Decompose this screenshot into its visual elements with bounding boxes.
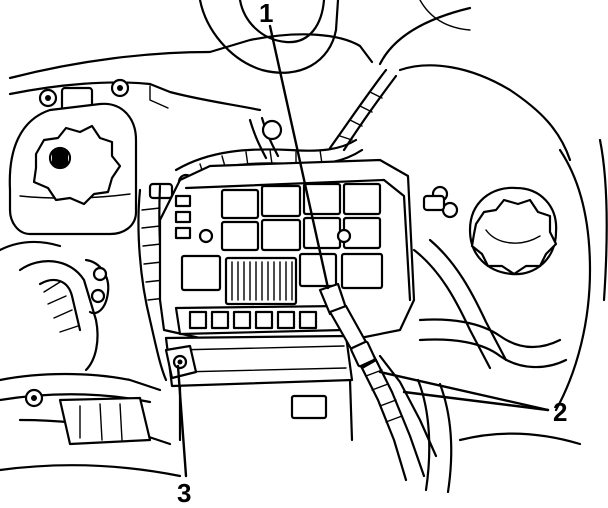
fastener-item-3 <box>164 344 198 380</box>
leader-line-2b <box>402 390 550 412</box>
left-harness <box>0 184 170 382</box>
upper-body-panel <box>8 0 572 162</box>
leader-line-1 <box>268 24 330 290</box>
lower-crossmember <box>0 372 582 478</box>
connector-item-1 <box>318 282 438 482</box>
right-hoses <box>412 138 608 494</box>
callout-3: 3 <box>177 478 191 508</box>
leader-lines <box>176 24 550 478</box>
callout-2: 2 <box>553 397 567 427</box>
leader-line-2a <box>378 370 550 412</box>
leader-line-3 <box>176 364 188 478</box>
coolant-reservoir <box>8 102 138 236</box>
callout-1: 1 <box>259 0 273 28</box>
brake-fluid-reservoir <box>422 185 558 276</box>
fuse-relay-block <box>158 158 416 442</box>
